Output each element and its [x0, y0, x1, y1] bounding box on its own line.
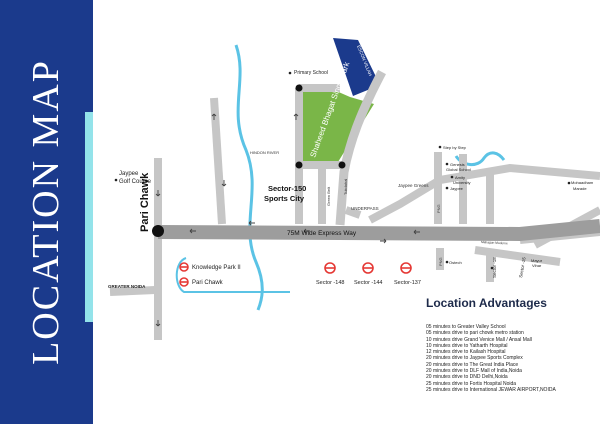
green-belt-label: Green Belt [326, 186, 331, 206]
list-item: 20 minutes drive to DND Delhi,Noida [426, 374, 508, 381]
global-school-label: Global School [446, 167, 471, 172]
sidebar: LOCATION MAP [0, 0, 93, 424]
ostech-label: Ostech [449, 260, 462, 265]
project-building [333, 38, 380, 96]
curved-road [335, 69, 386, 226]
primary-school-label: Primary School [294, 70, 328, 76]
metro-icon [179, 262, 412, 287]
junction-markers [152, 84, 346, 237]
step-by-step-label: Step by Step [443, 145, 467, 150]
vihar-label: Vihar [532, 263, 542, 268]
tukdahal-label: Tukdahal [343, 179, 348, 195]
hindon-river [234, 44, 264, 311]
greater-noida-label: GREATER NOIDA [108, 284, 146, 289]
list-item: 12 minutes drive to Kailash Hospital [426, 349, 506, 356]
hindon-river-label: HINDON RIVER [250, 150, 279, 155]
sports-city-label: Sports City [264, 194, 305, 203]
sector-18-label: Sector -18 [492, 257, 497, 278]
river-bend [175, 257, 290, 293]
sidebar-accent-bar [85, 112, 93, 322]
jaypee-greens-label: Jaypee Greens [398, 183, 429, 188]
advantages-list: 05 minutes to Greater Valley School 05 m… [426, 324, 596, 393]
marade-label: Marade [573, 186, 587, 191]
png-label-1: PNG [436, 204, 441, 213]
expressway-label: 75M Wide Express Way [287, 230, 357, 237]
list-item: 25 minutes drive to International JEWAR … [426, 386, 556, 393]
mayur-vihar-label: Mayur [531, 258, 543, 263]
sector-148-label: Sector -148 [316, 280, 344, 286]
list-item: 05 minutes drive to pari chowk metro sta… [426, 330, 524, 337]
sector-15-label: Sector -15 [518, 256, 527, 278]
sector-137-label: Sector-137 [394, 280, 421, 286]
mohaadham-label: Mohaadham [571, 180, 594, 185]
location-map: Primary School ESCON VILLAH Shaheed Bhag… [108, 38, 600, 340]
advantages-heading: Location Advantages [426, 296, 547, 310]
sector-150-label: Sector-150 [268, 184, 306, 193]
jaypee-golf-label: Jaypee [119, 171, 139, 177]
sector-144-label: Sector -144 [354, 280, 382, 286]
list-item: 05 minutes to Greater Valley School [426, 324, 506, 330]
list-item: 20 minutes drive to DLF Mall of India,No… [426, 368, 522, 375]
location-advantages: Location Advantages 05 minutes to Greate… [426, 296, 596, 393]
university-label: University [453, 180, 471, 185]
knowledge-park-label: Knowledge Park II [192, 265, 241, 271]
direction-arrows [155, 113, 420, 327]
jaypee-hospital-label: Jaypee [450, 186, 464, 191]
png-label-2: PNG [438, 257, 443, 266]
list-item: 25 minutes drive to Fortis Hospital Noid… [426, 380, 517, 387]
list-item: 20 minutes drive to Jaypee Sports Comple… [426, 355, 523, 362]
golf-course-label: Golf Course [119, 179, 152, 185]
list-item: 10 minutes drive Grand Venice Mall / Ans… [426, 336, 532, 343]
list-item: 10 minutes drive to Yatharth Hospital [426, 342, 508, 349]
amity-label: Amity [455, 175, 465, 180]
genesis-label: Genesis [450, 162, 465, 167]
underpass-label: UNDERPASS [351, 206, 379, 211]
mahagun-moderne-road-label: Mahagun Moderne [481, 240, 508, 245]
shaheed-bhagat-singh-park [300, 90, 374, 162]
poi-markers [114, 71, 571, 270]
expressway [157, 219, 600, 242]
list-item: 20 minutes drive to The Great India Plac… [426, 361, 519, 368]
pari-chawk-road-label: Pari Chawk [139, 172, 151, 232]
pari-chawk-metro-label: Pari Chawk [192, 280, 224, 286]
map-title: LOCATION MAP [25, 59, 67, 365]
